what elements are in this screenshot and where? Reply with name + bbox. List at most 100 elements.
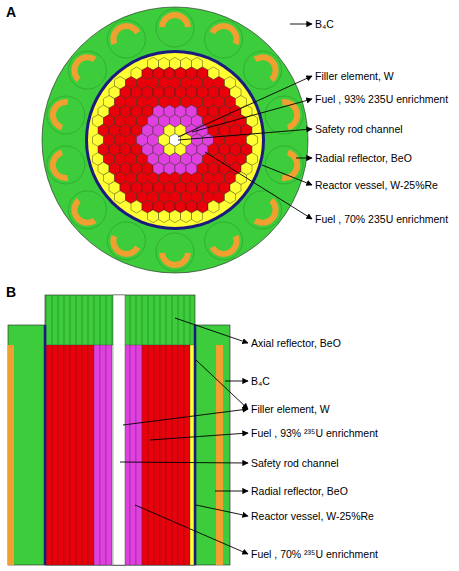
part-label: B₄C — [251, 375, 270, 387]
reflector-line — [130, 296, 131, 345]
control-drum — [107, 20, 145, 58]
absorber-arc — [282, 102, 297, 127]
reflector-line — [82, 296, 83, 345]
fuel-element — [225, 191, 236, 204]
fuel-stripe — [142, 345, 148, 565]
part-label: Radial reflector, BeO — [315, 152, 412, 164]
fuel-stripe — [166, 345, 172, 565]
reflector-line — [148, 296, 149, 345]
part-label: Radial reflector, BeO — [251, 485, 348, 497]
absorber-arc — [74, 57, 94, 80]
safety-rod-channel — [113, 295, 125, 565]
part-label: Safety rod channel — [315, 123, 403, 135]
absorber-arc — [113, 236, 137, 254]
part-label: Safety rod channel — [251, 457, 339, 469]
reflector-line — [52, 296, 53, 345]
control-drum — [244, 51, 282, 89]
reflector-line — [178, 296, 179, 345]
reflector-line — [136, 296, 137, 345]
fuel-element — [192, 210, 203, 223]
fuel-stripe — [94, 345, 100, 565]
fuel-element — [159, 210, 170, 223]
control-drum — [47, 146, 85, 184]
reflector-line — [88, 296, 89, 345]
panel-letter: A — [6, 4, 16, 20]
control-drum — [205, 20, 243, 58]
part-label: Fuel , 93% 235U enrichment — [315, 93, 448, 105]
part-label: Axial reflector, BeO — [251, 337, 341, 349]
fuel-stripe — [136, 345, 142, 565]
fuel-element — [208, 200, 219, 213]
leader-lines — [120, 24, 312, 554]
absorber-arc — [53, 102, 68, 127]
reflector-line — [154, 296, 155, 345]
absorber-arc — [212, 236, 236, 254]
reflector-line — [58, 296, 59, 345]
absorber-arc — [162, 15, 188, 27]
fuel-stripe — [148, 345, 154, 565]
reflector-line — [70, 296, 71, 345]
reflector-line — [112, 296, 113, 345]
part-label: Filler element, W — [251, 403, 330, 415]
reflector-line — [64, 296, 65, 345]
control-drum — [265, 146, 303, 184]
fuel-stripe — [154, 345, 160, 565]
fuel-element — [170, 210, 181, 223]
fuel-element — [148, 210, 159, 223]
fuel-stripe — [58, 345, 64, 565]
absorber-arc — [162, 253, 188, 265]
fuel-stripe — [178, 345, 184, 565]
fuel-stripe — [64, 345, 70, 565]
core-axial-section — [8, 295, 230, 565]
fuel-stripe — [70, 345, 76, 565]
absorber-arc — [212, 26, 236, 44]
absorber-arc — [74, 200, 94, 223]
fuel-stripe — [130, 345, 136, 565]
part-label: B₄C — [315, 18, 334, 30]
part-label: Reactor vessel, W-25%Re — [251, 510, 374, 522]
control-drum — [107, 222, 145, 260]
fuel-stripe — [106, 345, 112, 565]
panel-letter: B — [6, 284, 16, 300]
absorber-arc — [53, 152, 68, 177]
part-label: Fuel , 70% ²³⁵U enrichment — [251, 548, 378, 560]
core-cross-section — [42, 7, 308, 273]
reflector-line — [100, 296, 101, 345]
part-label: Fuel , 70% 235U enrichment — [315, 213, 448, 225]
fuel-stripe — [160, 345, 166, 565]
fuel-stripe — [88, 345, 94, 565]
reflector-line — [172, 296, 173, 345]
part-label: Fuel , 93% ²³⁵U enrichment — [251, 427, 378, 439]
control-drum — [68, 51, 106, 89]
reflector-line — [166, 296, 167, 345]
reflector-line — [142, 296, 143, 345]
fuel-element — [131, 200, 142, 213]
reflector-line — [160, 296, 161, 345]
fuel-stripe — [46, 345, 52, 565]
control-drum — [156, 9, 194, 47]
part-label: Filler element, W — [315, 70, 394, 82]
reflector-line — [94, 296, 95, 345]
control-drum — [265, 96, 303, 134]
part-label: Reactor vessel, W-25%Re — [315, 179, 438, 191]
reflector-line — [190, 296, 191, 345]
fuel-stripe — [52, 345, 58, 565]
absorber-arc — [255, 200, 275, 223]
fuel-stripe — [76, 345, 82, 565]
fuel-stripe — [82, 345, 88, 565]
fuel-element — [115, 191, 126, 204]
control-drum — [68, 191, 106, 229]
fuel-stripe — [172, 345, 178, 565]
control-drum — [205, 222, 243, 260]
control-drum — [156, 233, 194, 271]
reflector-line — [106, 296, 107, 345]
absorber-arc — [255, 57, 275, 80]
control-drum — [47, 96, 85, 134]
reflector-line — [76, 296, 77, 345]
fuel-stripe — [100, 345, 106, 565]
fuel-stripe — [184, 345, 190, 565]
absorber-arc — [113, 26, 137, 44]
fuel-element — [181, 210, 192, 223]
